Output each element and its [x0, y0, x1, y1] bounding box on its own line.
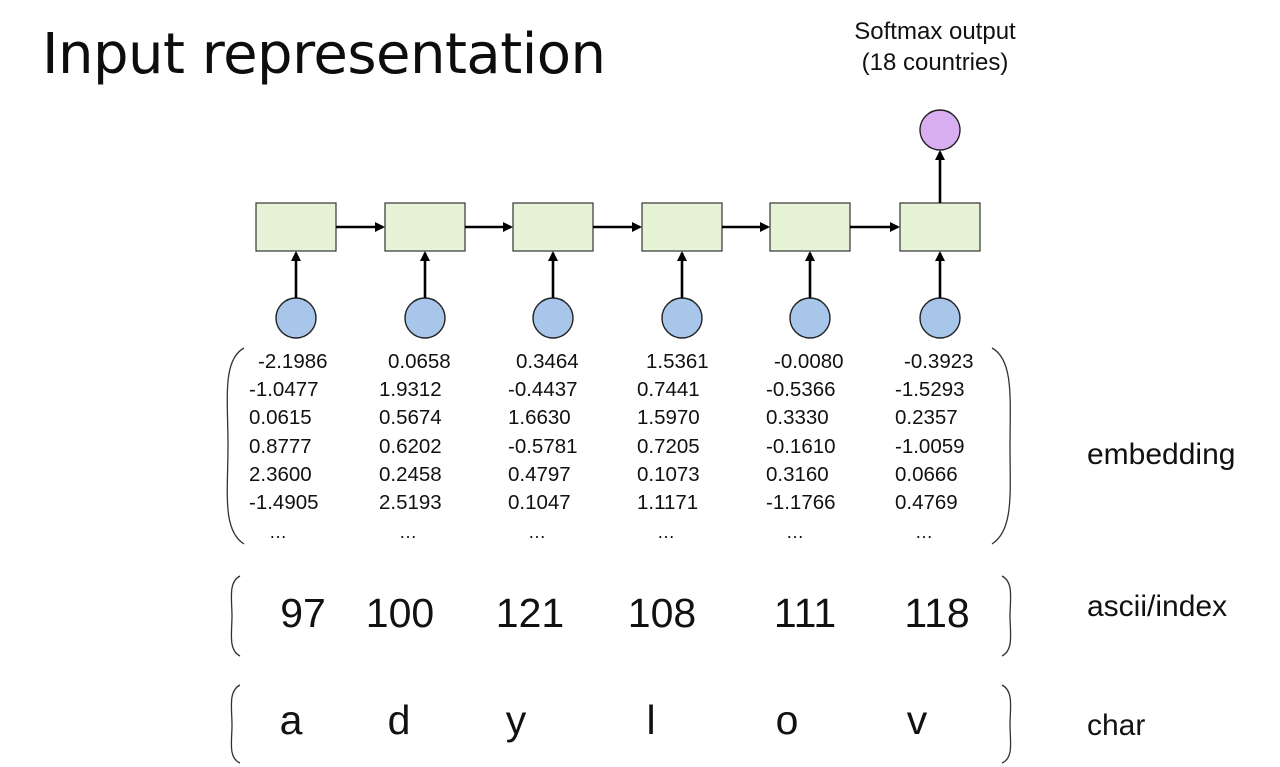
embedding-ellipsis: … [269, 522, 287, 543]
embedding-value: -0.5781 [508, 434, 578, 458]
char-value: v [906, 697, 928, 743]
softmax-label-line-2: (18 countries) [861, 49, 1009, 76]
input-node [661, 297, 703, 339]
embedding-value: 0.5674 [379, 406, 442, 430]
char-value: y [505, 697, 527, 743]
embedding-value: 0.7205 [637, 434, 700, 458]
ascii-value: 111 [773, 590, 837, 636]
embedding-value: 0.7441 [637, 378, 700, 402]
ascii-bracket [230, 575, 1012, 657]
embedding-column: 1.5361 0.7441 1.5970 0.7205 0.1073 1.1171 … [637, 348, 709, 545]
input-node [789, 297, 831, 339]
embedding-row-label: embedding [1087, 438, 1236, 471]
embedding-value: 0.1047 [508, 490, 571, 514]
embedding-value: 1.1171 [637, 490, 699, 514]
embedding-value: 0.1073 [637, 462, 700, 486]
embedding-ellipsis: … [915, 522, 933, 543]
embedding-value: 0.3330 [766, 406, 829, 430]
embedding-value: 0.4769 [895, 490, 958, 514]
embedding-value: -0.4437 [508, 378, 578, 402]
char-value: o [775, 697, 799, 743]
embedding-value: -0.1610 [766, 434, 836, 458]
char-row-label: char [1087, 709, 1146, 742]
ascii-row-label: ascii/index [1087, 590, 1228, 623]
embedding-column: 0.0658 1.9312 0.5674 0.6202 0.2458 2.5193 … [379, 348, 451, 545]
embedding-value: -1.0477 [249, 378, 319, 402]
char-value: l [646, 697, 656, 743]
embedding-value: 0.6202 [379, 434, 442, 458]
embedding-column: -2.1986 -1.0477 0.0615 0.8777 2.3600 -1.4905 … [249, 348, 328, 545]
embedding-ellipsis: … [657, 522, 675, 543]
rnn-cell [641, 202, 723, 252]
rnn-cell [899, 202, 981, 252]
embedding-value: -1.5293 [895, 378, 965, 402]
ascii-value: 108 [627, 590, 697, 636]
embedding-value: 2.3600 [249, 462, 312, 486]
ascii-value: 97 [280, 590, 326, 636]
embedding-ellipsis: … [399, 522, 417, 543]
input-node [919, 297, 961, 339]
ascii-value: 118 [904, 590, 970, 636]
embedding-ellipsis: … [786, 522, 804, 543]
rnn-cell [255, 202, 337, 252]
embedding-value: -0.5366 [766, 378, 836, 402]
input-node [275, 297, 317, 339]
embedding-value: 1.9312 [379, 378, 442, 402]
char-value: d [387, 697, 411, 743]
embedding-value: -0.3923 [904, 350, 974, 373]
embedding-value: 0.0615 [249, 406, 312, 430]
embedding-value: 2.5193 [379, 490, 442, 514]
rnn-cell [384, 202, 466, 252]
embedding-value: -2.1986 [258, 350, 328, 373]
embedding-value: -1.1766 [766, 490, 836, 514]
embedding-bracket [226, 347, 1011, 545]
embedding-value: 0.3160 [766, 462, 829, 486]
embedding-value: 1.5361 [646, 350, 709, 373]
embedding-column: -0.3923 -1.5293 0.2357 -1.0059 0.0666 0.4769 … [895, 348, 974, 545]
ascii-value: 121 [495, 590, 565, 636]
embedding-value: 0.0666 [895, 462, 958, 486]
slide-title: Input representation [42, 22, 606, 87]
char-bracket [230, 684, 1012, 764]
embedding-column: 0.3464 -0.4437 1.6630 -0.5781 0.4797 0.1047 … [508, 348, 579, 545]
input-node [404, 297, 446, 339]
embedding-value: -1.4905 [249, 490, 319, 514]
embedding-ellipsis: … [528, 522, 546, 543]
softmax-output-label: Softmax output (18 countries) [820, 16, 1050, 78]
softmax-node [919, 109, 961, 151]
softmax-label-line-1: Softmax output [854, 18, 1016, 45]
embedding-value: 0.2357 [895, 406, 958, 430]
embedding-value: 0.2458 [379, 462, 442, 486]
input-node [532, 297, 574, 339]
embedding-value: 0.3464 [516, 350, 579, 373]
embedding-value: 1.6630 [508, 406, 571, 430]
rnn-cell [769, 202, 851, 252]
embedding-value: 0.8777 [249, 434, 312, 458]
embedding-value: 0.0658 [388, 350, 451, 373]
embedding-value: -1.0059 [895, 434, 965, 458]
embedding-value: -0.0080 [774, 350, 844, 373]
embedding-column: -0.0080 -0.5366 0.3330 -0.1610 0.3160 -1.1766… [766, 348, 844, 545]
embedding-value: 1.5970 [637, 406, 700, 430]
char-value: a [279, 697, 303, 743]
rnn-layer [255, 109, 981, 339]
rnn-cell [512, 202, 594, 252]
ascii-value: 100 [365, 590, 435, 636]
embedding-value: 0.4797 [508, 462, 571, 486]
